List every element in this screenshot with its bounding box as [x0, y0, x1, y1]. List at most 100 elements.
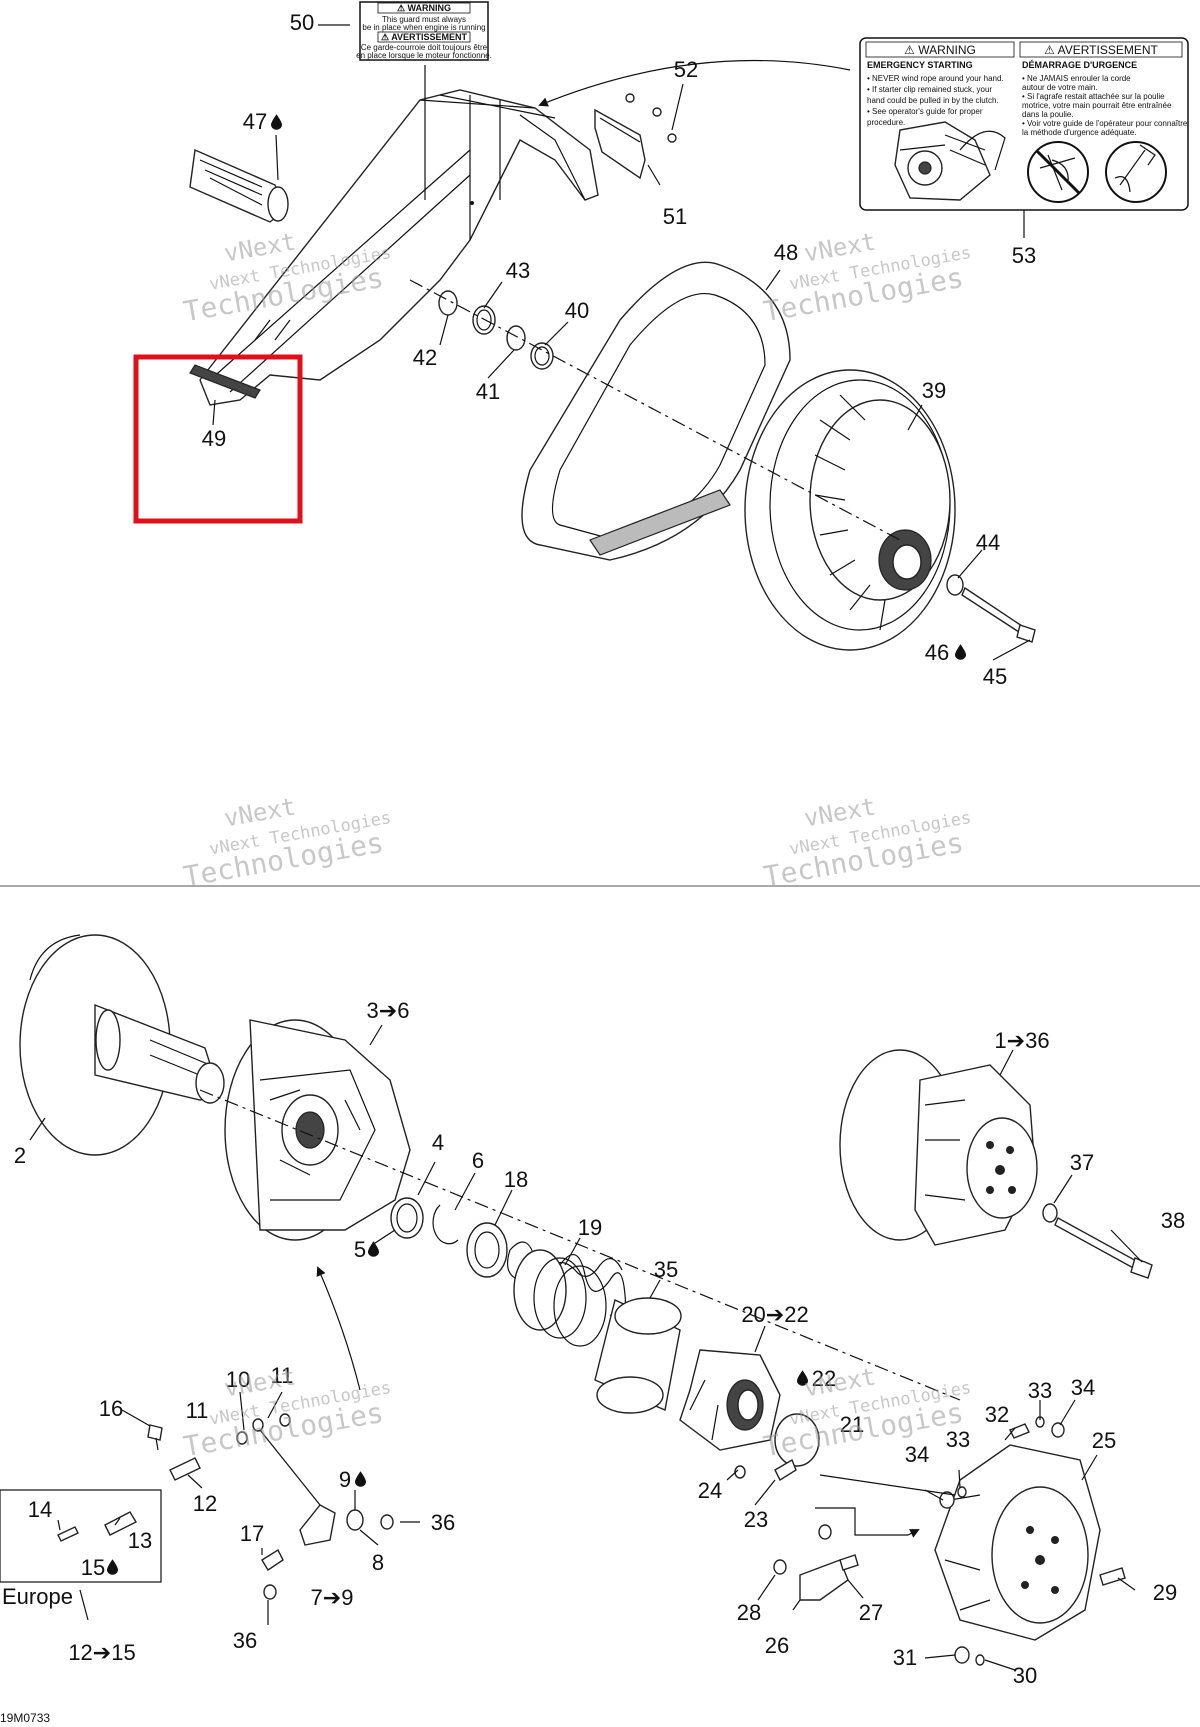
decal-50-text-2: be in place when engine is running [362, 23, 485, 32]
callout-32: 32 [985, 1402, 1009, 1427]
callout-46: 46 [925, 640, 949, 665]
callout-1-36: 1➔36 [994, 1028, 1049, 1053]
callout-33-top: 33 [1028, 1378, 1052, 1403]
bushing-part-35 [594, 1297, 682, 1414]
fixed-sheave-part-2 [19, 934, 225, 1156]
decal-53-en-2: • If starter clip remained stuck, your [867, 85, 992, 94]
callout-51: 51 [663, 204, 687, 229]
callout-39: 39 [922, 378, 946, 403]
callout-38: 38 [1161, 1208, 1185, 1233]
oil-drop-icon [271, 114, 282, 130]
callout-45: 45 [983, 664, 1007, 689]
decal-53-fr-6: • Voir votre guide de l'opérateur pour c… [1022, 119, 1188, 128]
callout-34-mid: 34 [905, 1442, 929, 1467]
oil-drop-icon [368, 1241, 379, 1257]
washer-part-37 [1042, 1203, 1058, 1223]
decal-53-fr-head: DÉMARRAGE D'URGENCE [1022, 60, 1137, 70]
decal-53-rope-pull-icon [1105, 141, 1167, 203]
decal-53-en-1: • NEVER wind rope around your hand. [867, 74, 1004, 83]
europe-kit-box [0, 1489, 162, 1583]
decal-53-engine-illustration [894, 121, 1006, 201]
callout-8: 8 [372, 1550, 384, 1575]
decal-part-53: ⚠ WARNING ⚠ AVERTISSEMENT EMERGENCY STAR… [859, 37, 1189, 211]
decal-53-warning: ⚠ WARNING [904, 43, 976, 57]
spring-part-19 [507, 1241, 627, 1347]
decal-53-fr-7: la méthode d'urgence adéquate. [1022, 128, 1137, 137]
callout-36-left: 36 [233, 1628, 257, 1653]
decal-50-text-3: Ce garde-courroie doit toujours être [361, 43, 488, 52]
callout-4: 4 [432, 1130, 444, 1155]
callout-48: 48 [774, 240, 798, 265]
callout-30: 30 [1013, 1663, 1037, 1688]
callout-19: 19 [578, 1215, 602, 1240]
callout-12-15: 12➔15 [68, 1640, 135, 1665]
decal-50-warning: ⚠ WARNING [397, 3, 451, 13]
callout-23: 23 [744, 1507, 768, 1532]
callout-49: 49 [202, 426, 226, 451]
bracket-part-51 [594, 93, 677, 180]
bushing-part-21 [774, 1413, 820, 1467]
callout-14: 14 [28, 1497, 52, 1522]
callout-13: 13 [128, 1528, 152, 1553]
callout-16: 16 [99, 1396, 123, 1421]
drive-clutch-assembly-1-36 [839, 1049, 1038, 1246]
callout-21: 21 [840, 1412, 864, 1437]
bolt-part-38 [1054, 1217, 1141, 1271]
decal-50-avert: ⚠ AVERTISSEMENT [381, 32, 468, 42]
driven-pulley-part-39 [744, 369, 956, 651]
callout-20-22: 20➔22 [741, 1302, 808, 1327]
oil-drop-icon [107, 1559, 118, 1575]
washers-40-43 [438, 290, 554, 370]
leader-lines-top [212, 24, 1031, 661]
callout-22: 22 [812, 1366, 836, 1391]
callout-25: 25 [1092, 1428, 1116, 1453]
callout-3-6: 3➔6 [367, 998, 410, 1023]
callout-53: 53 [1012, 243, 1036, 268]
highlight-box [133, 354, 303, 524]
callout-11-top: 11 [271, 1363, 294, 1388]
decal-53-fr-3: • Si l'agrafe restait attachée sur la po… [1022, 92, 1165, 101]
callout-29: 29 [1153, 1580, 1177, 1605]
movable-sheave-part-3-6 [224, 1019, 411, 1241]
callout-37: 37 [1070, 1150, 1094, 1175]
callout-10: 10 [226, 1367, 250, 1392]
callout-9: 9 [339, 1467, 351, 1492]
callout-11-left: 11 [186, 1398, 209, 1423]
callout-7-9: 7➔9 [311, 1585, 354, 1610]
decal-53-fr-4: motrice, votre main pourrait être entraî… [1022, 101, 1172, 110]
callout-31: 31 [893, 1645, 917, 1670]
callout-52: 52 [674, 57, 698, 82]
callout-35: 35 [654, 1257, 678, 1282]
callout-5: 5 [354, 1237, 366, 1262]
callout-40: 40 [565, 298, 589, 323]
decal-53-prohibited-hand-icon [1027, 141, 1089, 203]
callout-47: 47 [243, 109, 267, 134]
belt-guard [189, 89, 599, 406]
callout-24: 24 [698, 1478, 722, 1503]
bolt-part-45 [946, 574, 1036, 643]
decal-53-fr-5: dans la poulie. [1022, 110, 1074, 119]
diagram-id: 19M0733 [0, 1711, 50, 1725]
decal-part-50: ⚠ WARNING This guard must always be in p… [356, 1, 492, 61]
rings-4-6-18 [390, 1197, 508, 1278]
callout-36-right: 36 [431, 1510, 455, 1535]
shaft-part-47 [189, 148, 289, 223]
callout-34-top: 34 [1071, 1375, 1095, 1400]
callout-15: 15 [81, 1555, 105, 1580]
callout-50: 50 [290, 10, 314, 35]
callout-6: 6 [472, 1148, 484, 1173]
callout-41: 41 [476, 379, 500, 404]
governor-cup-part-25 [934, 1444, 1101, 1641]
leader-lines-bottom [29, 1024, 1143, 1671]
decal-53-en-head: EMERGENCY STARTING [867, 60, 973, 70]
spider-part-20-22 [679, 1349, 781, 1451]
decal-53-en-4: • See operator's guide for proper [867, 107, 983, 116]
decal-50-text-4: en place lorsque le moteur fonctionne. [356, 51, 492, 60]
oil-drop-icon [955, 644, 966, 660]
decal-53-fr-1: • Ne JAMAIS enrouler la corde [1022, 74, 1131, 83]
callout-12: 12 [193, 1491, 217, 1516]
small-parts-group [57, 1413, 1126, 1666]
callout-27: 27 [859, 1600, 883, 1625]
callout-18: 18 [504, 1167, 528, 1192]
